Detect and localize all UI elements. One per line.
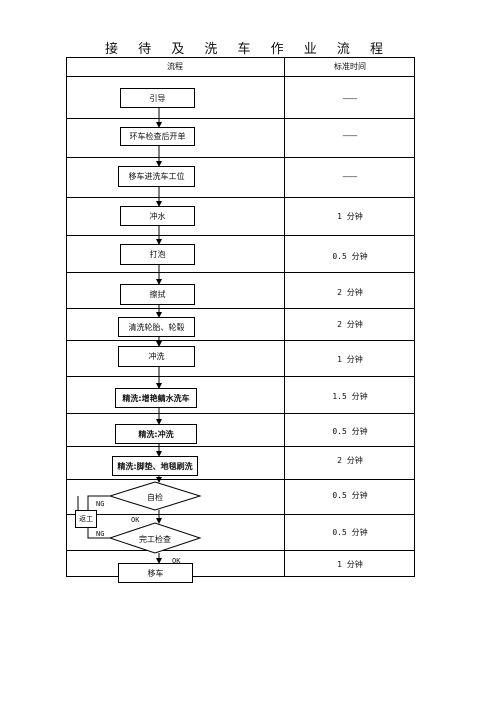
time-inspect-order: ——— bbox=[342, 131, 358, 140]
step-rinse: 冲水 bbox=[120, 206, 195, 226]
row-divider bbox=[66, 514, 415, 515]
header-time: 标准时间 bbox=[334, 62, 366, 71]
time-guide: ——— bbox=[342, 94, 358, 103]
time-wipe: 2 分钟 bbox=[337, 288, 363, 297]
step-wheel-clean: 清洗轮胎、轮毂 bbox=[118, 317, 195, 337]
time-rinse: 1 分钟 bbox=[337, 212, 363, 221]
row-divider bbox=[66, 272, 415, 273]
time-move-car: 1 分钟 bbox=[337, 560, 363, 569]
row-divider bbox=[66, 550, 415, 551]
time-self-check: 0.5 分钟 bbox=[332, 491, 368, 500]
step-fine-mat-clean: 精洗:脚垫、地毯刷洗 bbox=[112, 456, 198, 476]
step-move-to-bay: 移车进洗车工位 bbox=[118, 166, 195, 187]
row-divider bbox=[66, 197, 415, 198]
row-divider bbox=[66, 308, 415, 309]
ok-label-self-check: OK bbox=[131, 516, 140, 524]
step-wipe: 擦拭 bbox=[120, 284, 195, 305]
rework-box: 返工 bbox=[75, 510, 97, 528]
row-divider bbox=[66, 479, 415, 480]
ng-label-final-check: NG bbox=[96, 530, 105, 538]
document-title: 接 待 及 洗 车 作 业 流 程 bbox=[104, 42, 392, 57]
row-divider bbox=[66, 340, 415, 341]
time-fine-wash: 1.5 分钟 bbox=[332, 392, 368, 401]
row-divider bbox=[66, 157, 415, 158]
time-fine-rinse: 0.5 分钟 bbox=[332, 427, 368, 436]
time-foam: 0.5 分钟 bbox=[332, 252, 368, 261]
final-check-diamond bbox=[108, 522, 202, 554]
row-divider bbox=[66, 376, 415, 377]
self-check-label: 自检 bbox=[147, 493, 163, 502]
step-inspect-order: 环车检查后开单 bbox=[120, 127, 195, 146]
time-final-check: 0.5 分钟 bbox=[332, 528, 368, 537]
time-wheel-clean: 2 分钟 bbox=[337, 320, 363, 329]
row-divider bbox=[66, 413, 415, 414]
step-fine-rinse: 精洗:冲洗 bbox=[115, 424, 197, 444]
row-divider bbox=[66, 235, 415, 236]
step-foam: 打泡 bbox=[120, 244, 195, 265]
process-table bbox=[66, 57, 415, 577]
time-wash: 1 分钟 bbox=[337, 355, 363, 364]
self-check-diamond bbox=[108, 481, 202, 511]
time-move-to-bay: ——— bbox=[342, 172, 358, 181]
ng-label-self-check: NG bbox=[96, 500, 105, 508]
row-divider bbox=[66, 446, 415, 447]
final-check-label: 完工检查 bbox=[139, 535, 171, 544]
step-wash: 冲洗 bbox=[118, 346, 195, 367]
step-fine-wash: 精洗:增艳鲭水洗车 bbox=[115, 388, 197, 408]
step-guide: 引导 bbox=[120, 88, 195, 108]
row-divider bbox=[66, 118, 415, 119]
step-move-car: 移车 bbox=[118, 563, 193, 583]
ok-label-final-check: OK bbox=[172, 557, 181, 565]
header-divider bbox=[66, 76, 415, 77]
column-divider bbox=[284, 57, 285, 577]
header-process: 流程 bbox=[167, 62, 183, 71]
time-fine-mat-clean: 2 分钟 bbox=[337, 456, 363, 465]
